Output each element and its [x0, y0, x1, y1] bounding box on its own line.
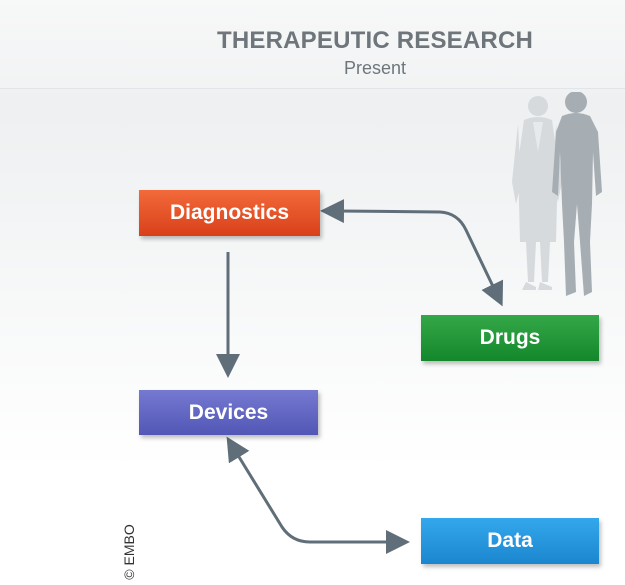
drugs-box: Drugs — [421, 315, 599, 361]
drugs-label: Drugs — [479, 326, 541, 349]
diagnostics-box: Diagnostics — [139, 190, 320, 236]
copyright-notice: © EMBO — [121, 524, 137, 580]
header-band — [0, 0, 625, 89]
patient-silhouette-icon — [552, 92, 602, 296]
data-label: Data — [487, 529, 533, 552]
people-illustration — [512, 92, 602, 296]
data-box: Data — [421, 518, 599, 564]
arrow-diagnostics-drugs — [320, 199, 504, 307]
diagnostics-label: Diagnostics — [169, 201, 290, 224]
devices-label: Devices — [188, 400, 269, 424]
devices-box: Devices — [139, 390, 318, 435]
arrow-devices-data — [226, 436, 410, 554]
diagram-subtitle: Present — [343, 58, 407, 78]
diagram-title: THERAPEUTIC RESEARCH — [216, 27, 534, 54]
